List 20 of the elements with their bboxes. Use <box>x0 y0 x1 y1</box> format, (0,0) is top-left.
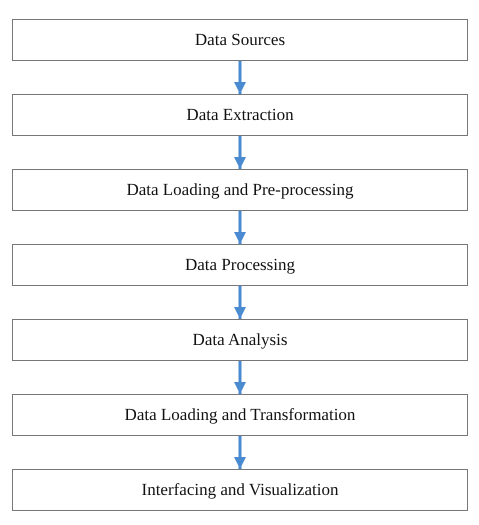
process-box <box>12 169 468 211</box>
arrow <box>234 211 246 244</box>
step-label: Data Processing <box>184 255 295 275</box>
process-box <box>12 319 468 361</box>
step-label: Data Sources <box>194 30 286 50</box>
step-label: Data Loading and Pre-processing <box>126 180 354 200</box>
step-label: Data Extraction <box>186 105 294 125</box>
step-label: Data Analysis <box>192 330 288 350</box>
arrow <box>234 61 246 94</box>
arrow <box>234 286 246 319</box>
arrow <box>234 361 246 394</box>
arrow <box>234 436 246 469</box>
arrow <box>234 136 246 169</box>
process-box <box>12 244 468 286</box>
step-label: Interfacing and Visualization <box>142 480 338 500</box>
step-label: Data Loading and Transformation <box>124 405 356 425</box>
process-box <box>12 469 468 511</box>
process-box <box>12 94 468 136</box>
process-box <box>12 19 468 61</box>
process-box <box>12 394 468 436</box>
